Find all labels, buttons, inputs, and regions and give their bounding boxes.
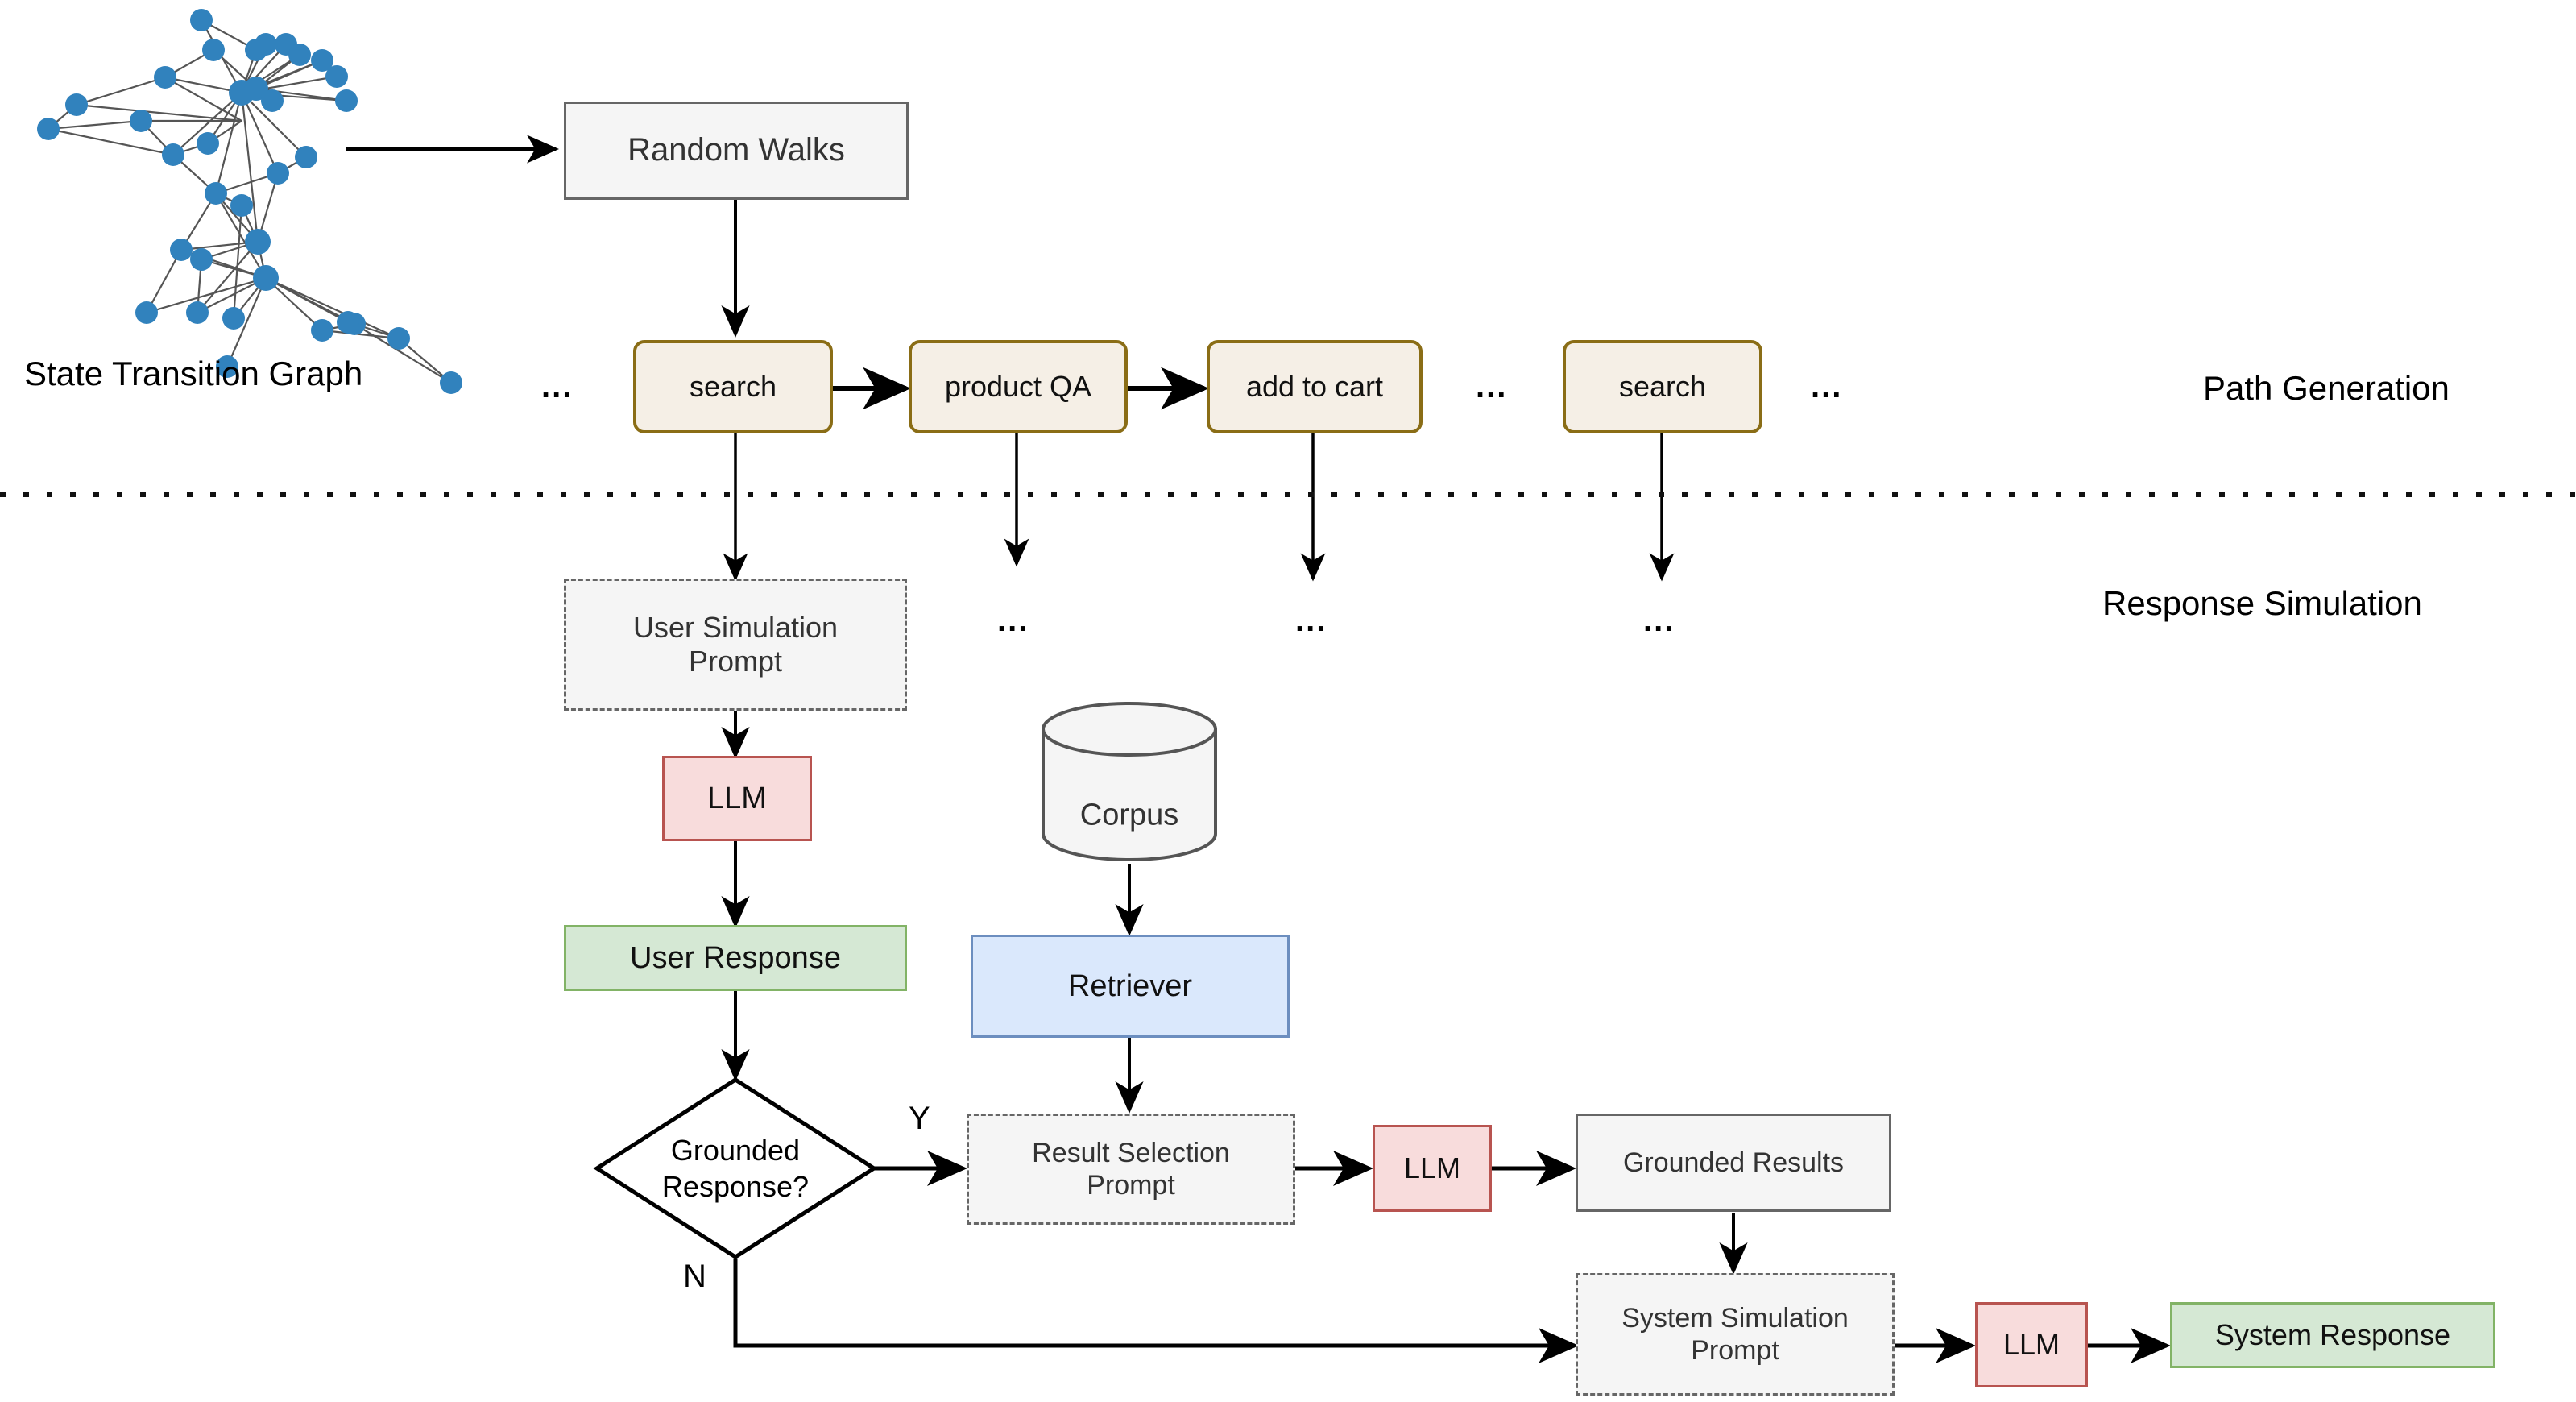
node-grounded-results[interactable]: Grounded Results bbox=[1576, 1114, 1891, 1212]
state-transition-graph-nodes bbox=[37, 9, 462, 394]
node-user-response-label: User Response bbox=[630, 940, 841, 975]
node-result-selection-prompt-line1: Result Selection bbox=[1032, 1137, 1230, 1168]
decision-line1: Grounded bbox=[670, 1134, 801, 1167]
node-user-simulation-prompt-line1: User Simulation bbox=[632, 610, 839, 644]
label-response-simulation: Response Simulation bbox=[2102, 584, 2422, 622]
ellipsis-path-mid: ... bbox=[1476, 369, 1508, 404]
state-transition-graph-icon bbox=[48, 19, 452, 384]
node-state-product-qa-label: product QA bbox=[944, 369, 1092, 403]
node-decision-grounded-response[interactable]: Grounded Response? bbox=[662, 1132, 809, 1205]
node-retriever[interactable]: Retriever bbox=[971, 935, 1290, 1038]
node-user-simulation-prompt-line2: Prompt bbox=[688, 645, 783, 678]
node-system-simulation-prompt-line1: System Simulation bbox=[1621, 1302, 1849, 1334]
edge-label-no: N bbox=[683, 1259, 706, 1294]
node-system-simulation-prompt[interactable]: System Simulation Prompt bbox=[1576, 1273, 1895, 1396]
node-retriever-label: Retriever bbox=[1067, 969, 1193, 1003]
node-random-walks-label: Random Walks bbox=[627, 132, 845, 168]
ellipsis-sim-1: ... bbox=[997, 603, 1029, 638]
node-system-simulation-prompt-line2: Prompt bbox=[1691, 1335, 1779, 1366]
state-transition-graph-caption: State Transition Graph bbox=[24, 355, 363, 392]
ellipsis-path-left: ... bbox=[541, 369, 574, 404]
node-state-search-1-label: search bbox=[689, 369, 777, 403]
node-state-search-2-label: search bbox=[1618, 369, 1707, 403]
node-user-simulation-prompt[interactable]: User Simulation Prompt bbox=[564, 579, 907, 711]
node-state-product-qa[interactable]: product QA bbox=[909, 340, 1128, 433]
ellipsis-sim-2: ... bbox=[1295, 603, 1327, 638]
edge-decision-no bbox=[733, 1259, 1579, 1363]
node-system-response-label: System Response bbox=[2214, 1317, 2451, 1351]
ellipsis-sim-3: ... bbox=[1643, 603, 1675, 638]
node-llm-user[interactable]: LLM bbox=[662, 756, 812, 841]
node-llm-result-label: LLM bbox=[1403, 1151, 1461, 1184]
label-path-generation: Path Generation bbox=[2203, 369, 2450, 407]
node-grounded-results-label: Grounded Results bbox=[1622, 1147, 1845, 1178]
node-result-selection-prompt[interactable]: Result Selection Prompt bbox=[967, 1114, 1295, 1225]
node-state-add-to-cart[interactable]: add to cart bbox=[1207, 340, 1423, 433]
node-state-search-1[interactable]: search bbox=[633, 340, 833, 433]
edge-label-yes: Y bbox=[909, 1101, 930, 1136]
node-state-search-2[interactable]: search bbox=[1563, 340, 1762, 433]
node-llm-user-label: LLM bbox=[707, 781, 767, 815]
node-result-selection-prompt-line2: Prompt bbox=[1087, 1170, 1175, 1201]
node-llm-system-label: LLM bbox=[2002, 1327, 2060, 1361]
node-system-response[interactable]: System Response bbox=[2170, 1302, 2495, 1368]
node-random-walks[interactable]: Random Walks bbox=[564, 102, 909, 200]
node-corpus-label: Corpus bbox=[1079, 798, 1179, 832]
node-llm-result[interactable]: LLM bbox=[1373, 1125, 1492, 1212]
node-llm-system[interactable]: LLM bbox=[1975, 1302, 2088, 1387]
node-user-response[interactable]: User Response bbox=[564, 925, 907, 991]
ellipsis-path-right: ... bbox=[1811, 369, 1843, 404]
decision-line2: Response? bbox=[661, 1170, 810, 1203]
node-state-add-to-cart-label: add to cart bbox=[1245, 369, 1384, 403]
corpus-cylinder bbox=[1042, 702, 1217, 861]
